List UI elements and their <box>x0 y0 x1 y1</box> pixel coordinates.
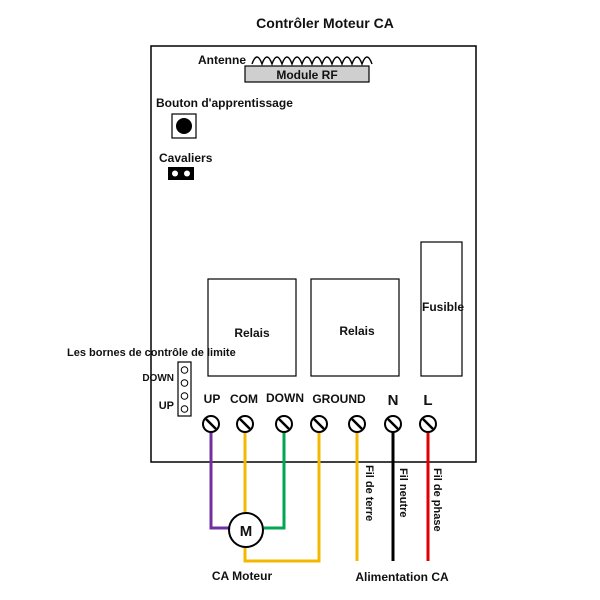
screw-terminal-down[interactable] <box>275 415 293 433</box>
limit-pin-icon <box>180 366 189 374</box>
up-wire <box>209 424 229 530</box>
rf-module-label: Module RF <box>276 68 337 82</box>
screw-slot-icon <box>422 418 434 430</box>
phase-wire-label: Fil de phase <box>431 468 443 532</box>
limit-up-label: UP <box>159 400 174 412</box>
screw-slot-icon <box>239 418 251 430</box>
terminal-l-label: L <box>423 392 432 409</box>
screw-slot-icon <box>205 418 217 430</box>
learn-button-label: Bouton d'apprentissage <box>156 96 293 110</box>
jumper-pin-icon <box>172 170 178 177</box>
screw-slot-icon <box>313 418 325 430</box>
screw-terminal-ground[interactable] <box>310 415 328 433</box>
relay-2-label: Relais <box>339 324 375 338</box>
motor-icon <box>228 512 264 548</box>
fuse <box>420 241 463 377</box>
earth-wire-label: Fil de terre <box>363 465 375 521</box>
terminal-up-label: UP <box>204 392 221 406</box>
limit-terminals-label: Les bornes de contrôle de limite <box>67 347 236 359</box>
jumpers-label: Cavaliers <box>159 151 213 165</box>
jumper-block[interactable] <box>168 167 194 180</box>
neutral-wire-label: Fil neutre <box>397 468 409 518</box>
limit-down-label: DOWN <box>142 373 174 384</box>
motor-caption: CA Moteur <box>212 569 273 583</box>
limit-pin-icon <box>180 392 189 400</box>
limit-terminal-block <box>177 361 192 417</box>
terminal-n-label: N <box>388 392 399 409</box>
antenna-coil-icon <box>251 56 373 67</box>
motor-symbol: M <box>240 523 253 540</box>
relay-1-label: Relais <box>234 326 270 340</box>
terminal-com-label: COM <box>230 392 258 406</box>
fuse-label: Fusible <box>422 300 464 314</box>
screw-terminal-n[interactable] <box>384 415 402 433</box>
power-caption: Alimentation CA <box>355 570 449 584</box>
relay-2 <box>310 278 400 377</box>
screw-slot-icon <box>351 418 363 430</box>
limit-pin-icon <box>180 405 189 413</box>
relay-1 <box>207 278 297 377</box>
terminal-down-label: DOWN <box>266 391 304 405</box>
screw-slot-icon <box>387 418 399 430</box>
screw-terminal-up[interactable] <box>202 415 220 433</box>
screw-terminal-earth[interactable] <box>348 415 366 433</box>
screw-slot-icon <box>278 418 290 430</box>
terminal-ground-label: GROUND <box>312 392 366 406</box>
rf-module <box>244 65 370 83</box>
down-wire <box>264 424 286 530</box>
screw-terminal-com[interactable] <box>236 415 254 433</box>
jumper-pin-icon <box>184 170 190 177</box>
wires <box>209 424 430 563</box>
screw-terminal-l[interactable] <box>419 415 437 433</box>
diagram-title: Contrôler Moteur CA <box>256 15 394 31</box>
learn-button-knob-icon <box>176 118 192 134</box>
ground-wire <box>243 424 321 563</box>
antenna-label: Antenne <box>198 53 246 67</box>
limit-pin-icon <box>180 379 189 387</box>
